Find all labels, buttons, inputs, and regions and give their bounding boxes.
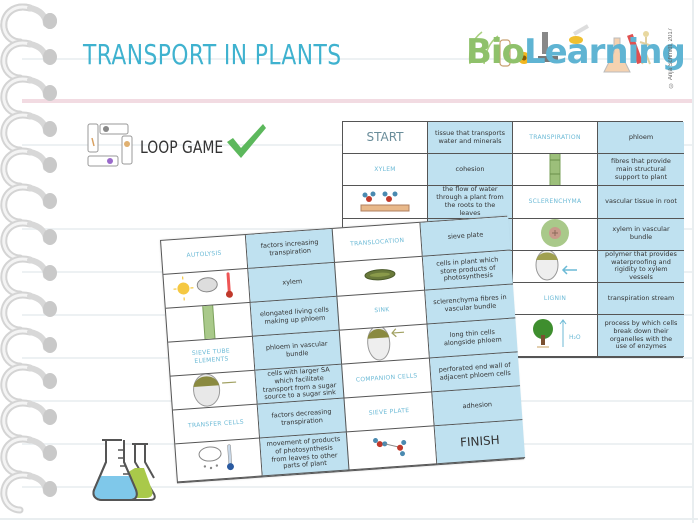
- ruled-line: [22, 486, 692, 488]
- image-cell: [343, 186, 428, 219]
- water-molecules-adhesion-icon: [357, 189, 413, 216]
- root-cross-section-icon: [539, 218, 571, 250]
- page-title: TRANSPORT IN PLANTS: [83, 38, 342, 71]
- biology-illustrations-icon: [468, 24, 653, 73]
- image-cell: [339, 324, 430, 365]
- stem-cross-section-arrow-icon: [361, 325, 408, 365]
- svg-text:H₂O: H₂O: [569, 334, 581, 341]
- term-cell: XYLEM: [343, 154, 428, 187]
- sieve-tube-column-icon: [548, 154, 562, 186]
- sun-wind-temperature-icon: [172, 270, 240, 307]
- finish-cell: FINISH: [434, 420, 526, 465]
- image-cell: H₂O: [513, 315, 598, 357]
- term-cell: LIGNIN: [513, 283, 598, 316]
- definition-cell: polymer that provides waterproofing and …: [598, 250, 684, 283]
- image-cell: [335, 256, 426, 297]
- definition-cell: process by which cells break down their …: [598, 315, 684, 357]
- image-cell: [513, 154, 598, 187]
- definition-cell: the flow of water through a plant from t…: [428, 186, 513, 219]
- definition-cell: transpiration stream: [598, 283, 684, 316]
- notebook-spiral-icon: [0, 0, 64, 523]
- xylem-vessel-icon: [201, 302, 216, 343]
- lab-flasks-icon: [92, 439, 156, 501]
- margin-line: [22, 99, 692, 103]
- image-cell: [346, 426, 438, 471]
- biolearning-logo: BioLearning: [464, 24, 686, 84]
- definition-cell: cohesion: [428, 154, 513, 187]
- copyright-notice: © Anja Schmidt, 2017: [668, 28, 674, 88]
- image-cell: [170, 370, 258, 411]
- page-edge: [692, 0, 694, 523]
- image-cell: [513, 250, 598, 283]
- definition-cell: movement of products of photosynthesis f…: [260, 432, 350, 477]
- term-cell: TRANSPIRATION: [513, 122, 598, 155]
- companion-cell-arrow-icon: [531, 250, 579, 282]
- definition-cell: phloem: [598, 122, 684, 155]
- definition-cell: fibres that provide main structural supp…: [598, 154, 684, 187]
- term-cell: SCLERENCHYMA: [513, 186, 598, 219]
- definition-cell: tissue that transports water and mineral…: [428, 122, 513, 155]
- rain-cold-icon: [195, 442, 241, 478]
- check-icon: [227, 124, 266, 158]
- start-cell: START: [343, 122, 428, 155]
- logo-wordmark: BioLearning: [466, 32, 686, 72]
- chloroplast-icon: [362, 267, 397, 286]
- loop-game-cards-icon: [87, 123, 133, 167]
- image-cell: [175, 438, 263, 483]
- cell-cross-section-arrow-icon: [187, 371, 240, 411]
- definition-cell: xylem in vascular bundle: [598, 218, 684, 251]
- image-cell: [163, 268, 251, 309]
- water-molecules-cohesion-icon: [369, 432, 415, 464]
- tree-water-uptake-icon: H₂O: [527, 317, 583, 354]
- page-edge: [0, 518, 698, 520]
- loop-game-label: LOOP GAME: [140, 138, 224, 158]
- ruled-line: [22, 58, 692, 60]
- image-cell: [513, 218, 598, 251]
- definition-cell: vascular tissue in root: [598, 186, 684, 219]
